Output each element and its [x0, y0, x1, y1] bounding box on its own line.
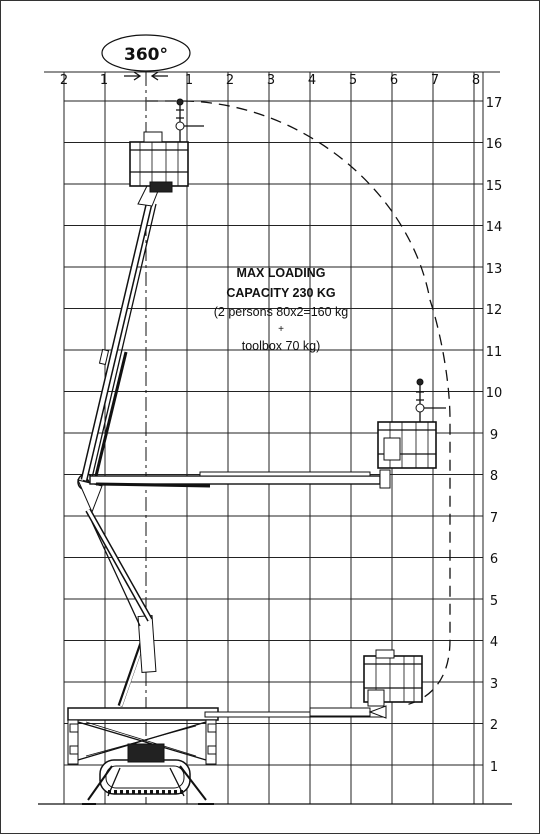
track-tooth: [120, 790, 123, 794]
capacity-line-2: CAPACITY 230 KG: [226, 286, 335, 300]
h-label-right-6: 6: [390, 73, 398, 88]
v-label-2: 2: [490, 718, 498, 733]
working-envelope: [147, 100, 451, 707]
rotation-arrow-left: [124, 71, 142, 81]
track-tooth: [126, 790, 129, 794]
v-label-17: 17: [486, 96, 503, 111]
basket-low: [363, 649, 423, 707]
h-label-right-1: 1: [185, 73, 193, 88]
v-label-1: 1: [490, 760, 498, 775]
basket-top: [129, 98, 204, 193]
capacity-line-1: MAX LOADING: [237, 266, 326, 280]
track-tooth: [114, 790, 117, 794]
track-tooth: [144, 790, 147, 794]
machine: [67, 98, 446, 805]
capacity-line-5: toolbox 70 kg): [242, 339, 321, 353]
h-label-right-4: 4: [308, 73, 316, 88]
v-label-5: 5: [490, 594, 498, 609]
v-label-10: 10: [486, 386, 503, 401]
rotation-ellipse: [101, 34, 191, 72]
h-label-left-1: 1: [100, 73, 108, 88]
vertical-axis: 17 16 15 14 13 12 11 10 9 8 7 6 5 4 3 2 …: [486, 96, 503, 775]
h-label-left-2: 2: [60, 73, 68, 88]
capacity-line-4: +: [278, 324, 284, 335]
v-label-15: 15: [486, 179, 503, 194]
track-tooth: [162, 790, 165, 794]
rotation-arrow-right: [150, 71, 168, 81]
v-label-7: 7: [490, 511, 498, 526]
v-label-12: 12: [486, 303, 503, 318]
horizontal-axis: 2 1 1 2 3 4 5 6 7 8: [60, 73, 480, 88]
v-label-3: 3: [490, 677, 498, 692]
rotation-indicator: 360°: [101, 34, 191, 81]
capacity-note: MAX LOADING CAPACITY 230 KG (2 persons 8…: [214, 266, 349, 353]
h-label-right-7: 7: [431, 73, 439, 88]
v-label-4: 4: [490, 635, 498, 650]
h-label-right-2: 2: [226, 73, 234, 88]
h-label-right-5: 5: [349, 73, 357, 88]
chassis: [67, 707, 219, 765]
stowed-boom: [204, 705, 387, 719]
v-label-16: 16: [486, 137, 503, 152]
v-label-11: 11: [486, 345, 503, 360]
v-label-14: 14: [486, 220, 503, 235]
v-label-13: 13: [486, 262, 503, 277]
track-tooth: [138, 790, 141, 794]
crawler-tracks: [99, 759, 191, 795]
basket-mid: [377, 378, 446, 469]
track-tooth: [156, 790, 159, 794]
track-tooth: [168, 790, 171, 794]
track-tooth: [132, 790, 135, 794]
capacity-line-3: (2 persons 80x2=160 kg: [214, 305, 349, 319]
h-label-right-3: 3: [267, 73, 275, 88]
v-label-9: 9: [490, 428, 498, 443]
v-label-8: 8: [490, 469, 498, 484]
h-label-right-8: 8: [472, 73, 480, 88]
lower-mast: [77, 473, 157, 707]
rotation-label: 360°: [124, 45, 168, 65]
track-tooth: [150, 790, 153, 794]
track-tooth: [174, 790, 177, 794]
v-label-6: 6: [490, 552, 498, 567]
main-boom-horizontal: [89, 469, 391, 489]
